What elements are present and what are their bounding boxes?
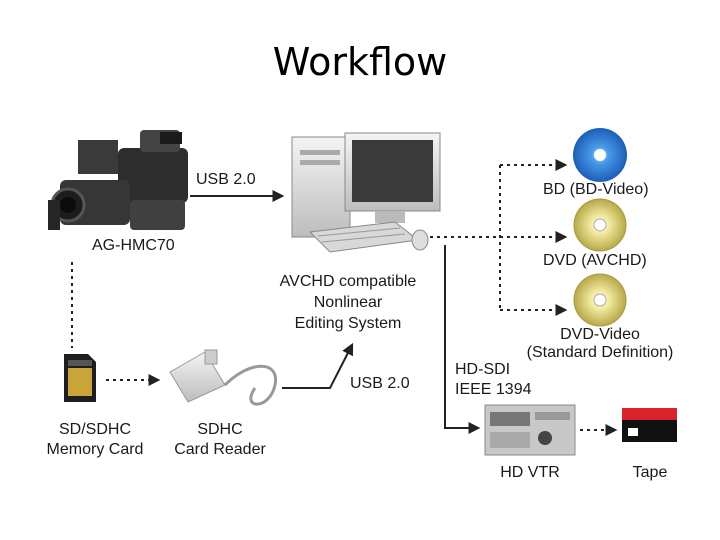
card-reader-icon [169,349,277,406]
usb-top-label: USB 2.0 [196,171,256,188]
camera-label: AG-HMC70 [92,237,175,254]
sd-card-icon [64,354,96,402]
camcorder-icon [48,130,188,230]
dvd-disc-icon [573,198,627,252]
connector-arrows [71,159,618,436]
vtr-label: HD VTR [500,464,560,481]
computer-icon [291,132,441,253]
hdsdi-label-line1: HD-SDI [455,361,511,378]
tape-label: Tape [632,464,668,481]
pc-label-line2: Nonlinear [313,294,383,311]
blu-ray-disc-icon [573,128,627,182]
page-title: Workflow [272,40,448,84]
usb-bottom-label: USB 2.0 [350,375,410,392]
pc-label-line3: Editing System [294,315,402,332]
sd-label-line2: Memory Card [46,441,144,458]
dvd-video-label-line1: DVD-Video [560,326,640,343]
hdsdi-label-line2: IEEE 1394 [455,381,532,398]
dvd-avchd-label: DVD (AVCHD) [543,252,647,269]
dvd-video-disc-icon [573,273,627,327]
sd-label-line1: SD/SDHC [58,421,131,438]
bd-label: BD (BD-Video) [543,181,649,198]
reader-label-line2: Card Reader [174,441,266,458]
dvd-video-label-line2: (Standard Definition) [526,344,674,361]
reader-label-line1: SDHC [197,421,243,438]
hd-vtr-icon [484,404,576,456]
tape-icon [622,408,677,442]
pc-label-line1: AVCHD compatible [279,273,417,290]
